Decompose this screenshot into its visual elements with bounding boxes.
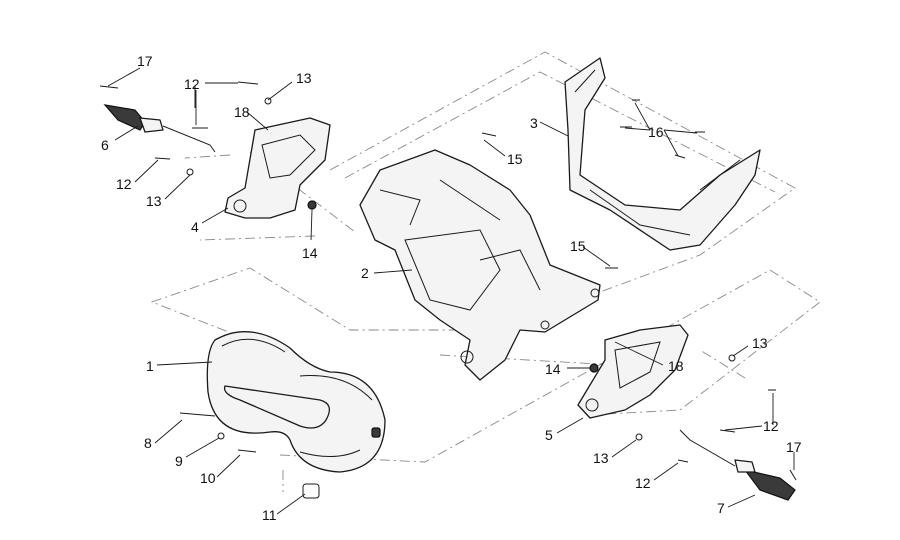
callout-4: 4 xyxy=(191,219,199,235)
callout-12: 12 xyxy=(763,418,779,434)
callout-5: 5 xyxy=(545,427,553,443)
callout-2: 2 xyxy=(361,265,369,281)
callout-13: 13 xyxy=(752,335,768,351)
left-indicator xyxy=(103,104,216,153)
callout-7: 7 xyxy=(717,500,725,516)
left-bracket xyxy=(224,117,331,219)
callout-11: 11 xyxy=(262,507,277,523)
callout-13: 13 xyxy=(146,193,162,209)
right-bracket xyxy=(577,324,689,419)
headlight-unit xyxy=(206,331,386,473)
callout-17: 17 xyxy=(786,439,802,455)
callout-12: 12 xyxy=(635,475,651,491)
callout-13: 13 xyxy=(593,450,609,466)
callout-leaders xyxy=(107,67,795,515)
callout-17: 17 xyxy=(137,53,153,69)
callout-14: 14 xyxy=(302,245,318,261)
callout-16: 16 xyxy=(648,124,664,140)
callout-numbers: 17 12 13 18 6 12 13 4 14 15 3 16 2 15 1 … xyxy=(101,53,802,523)
callout-13: 13 xyxy=(296,70,312,86)
callout-18: 18 xyxy=(234,104,250,120)
headlight-support xyxy=(359,149,601,381)
callout-15: 15 xyxy=(507,151,523,167)
callout-3: 3 xyxy=(530,115,538,131)
callout-14: 14 xyxy=(545,361,561,377)
callout-12: 12 xyxy=(184,76,200,92)
right-indicator xyxy=(679,429,796,501)
callout-8: 8 xyxy=(144,435,152,451)
callout-18: 18 xyxy=(668,358,684,374)
callout-12: 12 xyxy=(116,176,132,192)
callout-1: 1 xyxy=(146,358,154,374)
callout-10: 10 xyxy=(200,470,216,486)
upper-cover xyxy=(564,57,761,251)
callout-15: 15 xyxy=(570,238,586,254)
callout-6: 6 xyxy=(101,137,109,153)
callout-9: 9 xyxy=(175,453,183,469)
fasteners xyxy=(99,81,797,499)
